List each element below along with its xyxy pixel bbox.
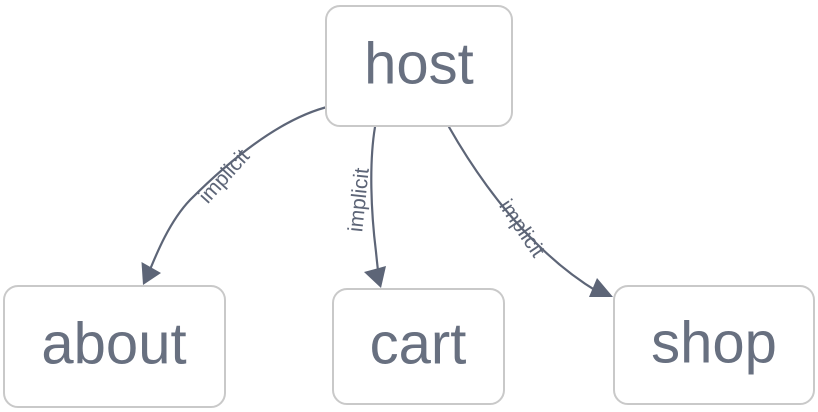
node-shop-box — [613, 285, 815, 405]
edge-host-about-arrowhead-icon — [141, 262, 161, 285]
node-cart-label: cart — [370, 311, 467, 376]
edge-host-about[interactable]: implicit — [141, 104, 333, 285]
edge-host-shop[interactable]: implicit — [447, 125, 613, 297]
node-host[interactable]: host — [325, 5, 513, 127]
edge-host-shop-path — [447, 125, 600, 294]
node-shop[interactable]: shop — [613, 285, 815, 405]
node-about-label: about — [41, 311, 186, 376]
node-host-box — [325, 5, 513, 127]
edge-host-cart-arrowhead-icon — [364, 266, 386, 288]
node-about-box — [3, 285, 226, 408]
node-cart-box — [332, 288, 505, 405]
node-cart[interactable]: cart — [332, 288, 505, 405]
edge-host-cart-path — [370, 125, 381, 281]
node-about[interactable]: about — [3, 285, 226, 408]
node-shop-label: shop — [651, 310, 777, 375]
edge-host-cart[interactable]: implicit — [344, 125, 386, 288]
edge-host-shop-arrowhead-icon — [589, 278, 613, 297]
node-host-label: host — [364, 31, 474, 96]
edge-host-about-path — [145, 104, 333, 279]
edge-host-about-label: implicit — [194, 145, 254, 208]
edge-host-cart-label: implicit — [344, 167, 374, 233]
edge-host-shop-label: implicit — [494, 195, 549, 261]
